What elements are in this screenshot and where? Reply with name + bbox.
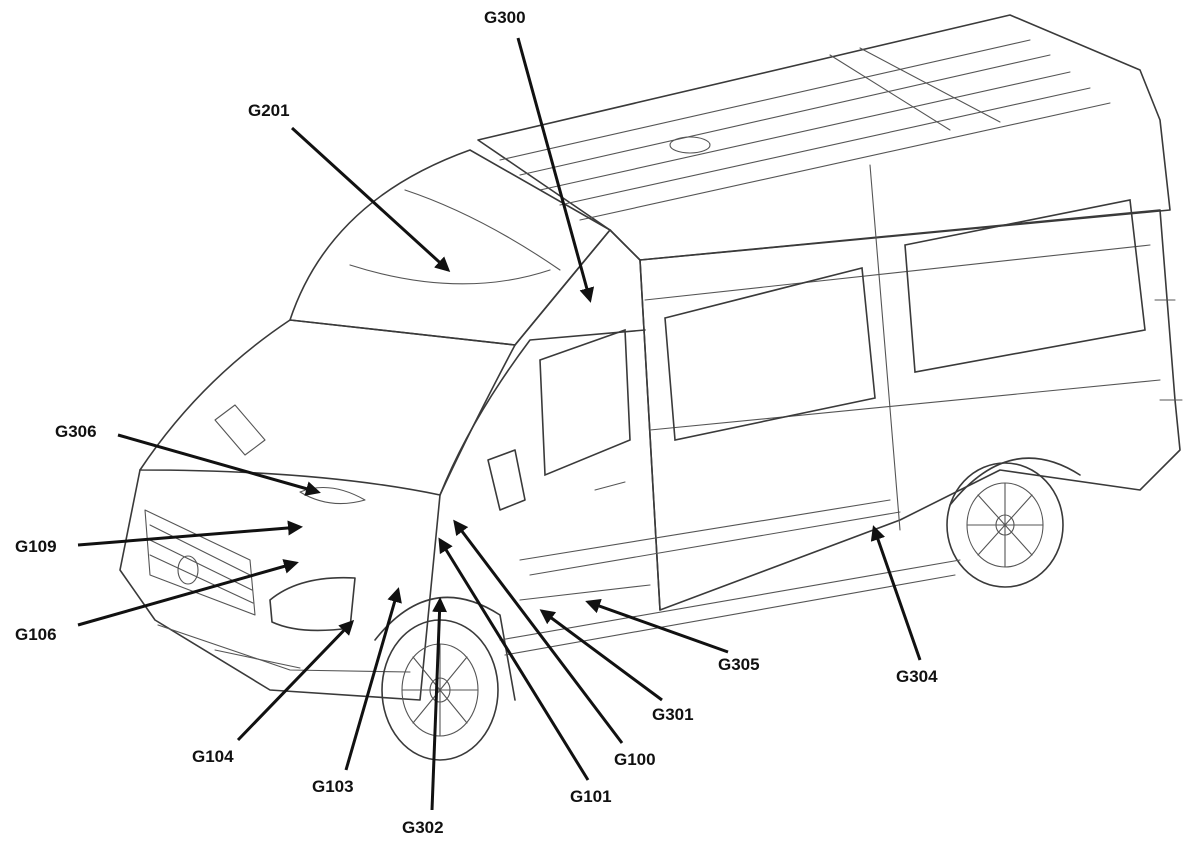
leader-G306 [117,433,321,496]
middle-side-window [664,266,876,441]
side-mirror [487,449,526,511]
label-G306: G306 [55,422,97,441]
leader-G305 [585,598,729,654]
label-G106: G106 [15,625,57,644]
front-door-window [539,328,631,477]
label-G304: G304 [896,667,938,686]
roof-ribs [499,39,1111,221]
leader-G109 [77,520,303,547]
label-G302: G302 [402,818,444,837]
label-G301: G301 [652,705,694,724]
front-wheel [374,596,516,761]
front-fascia [119,469,441,701]
label-G201: G201 [248,101,290,120]
headlamp [269,576,356,632]
van-illustration [119,14,1183,761]
label-G109: G109 [15,537,57,556]
hood [139,319,516,496]
label-G101: G101 [570,787,612,806]
leader-G302 [430,597,448,811]
leader-G100 [453,519,624,744]
grille [144,509,256,616]
leader-G300 [516,37,595,303]
leader-lines [77,37,922,811]
label-G300: G300 [484,8,526,27]
van-body-side [639,209,1181,611]
rear-side-window [904,199,1146,373]
emblem [177,555,199,585]
leader-G304 [870,525,922,661]
label-G100: G100 [614,750,656,769]
label-G103: G103 [312,777,354,796]
leader-G106 [77,559,299,627]
leader-G101 [438,537,590,781]
label-G104: G104 [192,747,234,766]
label-G305: G305 [718,655,760,674]
rear-wheel [946,457,1081,588]
leader-G104 [236,619,355,742]
leader-G103 [344,587,402,771]
leader-G201 [290,126,451,273]
windshield [288,149,612,346]
van-roof [477,14,1171,261]
leader-G301 [539,609,663,702]
callout-labels: G300 G201 G306 G109 G106 G104 G103 G302 … [15,8,938,837]
